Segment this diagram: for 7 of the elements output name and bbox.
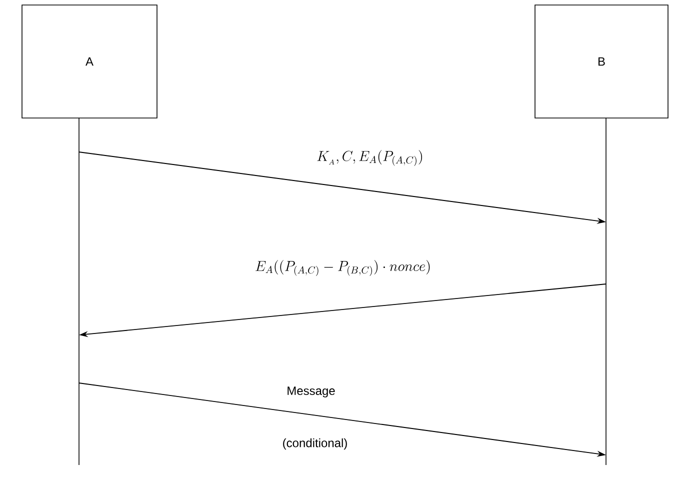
- edge-label: $E_{A}((P_{(A,C)}-P_{(B,C)})\cdot nonce)$: [254, 259, 432, 277]
- edge-label: $K_{_{A}},C,E_{A}(P_{(A,C)})$: [316, 149, 424, 167]
- edge-label: Message: [286, 386, 336, 398]
- condition-label: (conditional): [283, 438, 347, 450]
- lifeline-box: A: [22, 4, 158, 118]
- lifeline-box: B: [534, 4, 668, 118]
- lifeline: [78, 118, 80, 466]
